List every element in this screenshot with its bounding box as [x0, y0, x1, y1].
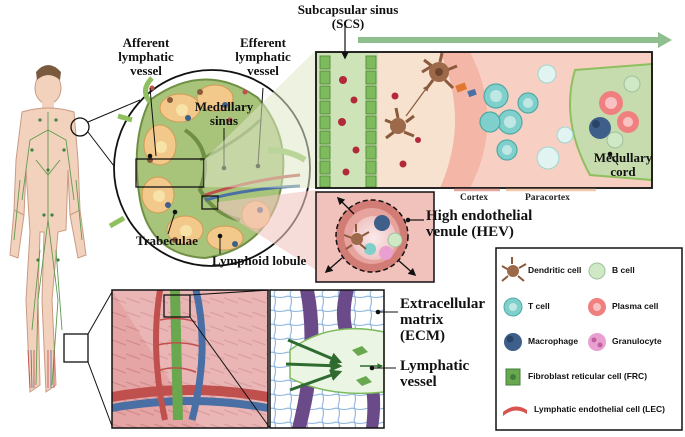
- dendritic-cell-icon: [501, 257, 527, 282]
- pointer-line: [167, 211, 176, 235]
- legend-item: Fibroblast reticular cell (FRC): [528, 371, 648, 381]
- pointer-line: [149, 87, 157, 157]
- frc-icon: [505, 368, 521, 386]
- callout-line: [87, 361, 113, 427]
- ankle-callout: [63, 333, 89, 363]
- dendritic-cell: [384, 107, 415, 140]
- legend-item: Granulocyte: [612, 336, 662, 346]
- cortex-zoom-panel: [316, 52, 653, 188]
- tissue-panel: [112, 289, 268, 428]
- legend-item: B cell: [612, 265, 635, 275]
- callout-line: [87, 99, 141, 123]
- macrophage-icon: [504, 333, 522, 351]
- trabeculae-label: Trabeculae: [136, 233, 198, 248]
- paracortex-label: Paracortex: [525, 193, 570, 203]
- b-cell-icon: [588, 262, 606, 280]
- ecm-panel: [270, 290, 385, 428]
- legend-item: Plasma cell: [612, 301, 659, 311]
- zoom-wedge: [218, 190, 316, 270]
- callout-line: [189, 289, 271, 296]
- legend-item: Dendritic cell: [528, 265, 582, 275]
- callout-line: [189, 316, 271, 429]
- legend-item: T cell: [528, 301, 550, 311]
- callout-line: [87, 291, 113, 335]
- hev-dendritic-cell: [343, 224, 370, 250]
- human-body-figure: [9, 65, 87, 393]
- legend-item: Lymphatic endothelial cell (LEC): [534, 404, 665, 414]
- dendritic-cell: [421, 52, 458, 90]
- scs-label: Subcapsular sinus (SCS): [297, 2, 399, 32]
- granulocyte-icon: [588, 333, 606, 351]
- legend-item: Macrophage: [528, 336, 579, 346]
- plasma-cell-icon: [588, 298, 606, 316]
- zoom-wedge: [204, 50, 316, 188]
- lec-icon: [503, 406, 527, 416]
- cortex-label: Cortex: [460, 193, 488, 203]
- plasma-cell: [599, 91, 639, 133]
- neck-node-callout: [70, 117, 90, 137]
- t-cell-icon: [503, 297, 523, 317]
- lymphoid-lobule-label: Lymphoid lobule: [212, 253, 307, 268]
- hev-panel: [316, 192, 434, 282]
- progression-arrowhead: [658, 32, 672, 48]
